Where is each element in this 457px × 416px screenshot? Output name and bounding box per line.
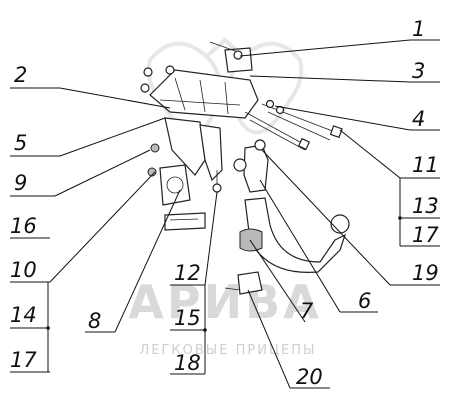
callout-13: 13: [412, 194, 439, 218]
callout-4: 4: [412, 107, 425, 131]
callout-8: 8: [88, 309, 101, 333]
ball-arm-part: [244, 197, 347, 273]
callout-17-left: 17: [10, 348, 37, 372]
callout-1: 1: [412, 17, 425, 41]
callout-19: 19: [412, 261, 439, 285]
callout-15: 15: [174, 306, 201, 330]
long-bolts: [244, 99, 343, 151]
watermark-subtitle: ЛЕГКОВЫЕ ПРИЦЕПЫ: [139, 343, 316, 358]
socket-part: [237, 271, 263, 295]
callout-14: 14: [10, 303, 37, 327]
callout-labels: 1 2 3 4 5 9 16 10 14 17 8 11 13 17 19 12…: [10, 17, 439, 389]
side-bracket-part: [164, 117, 206, 176]
callout-20: 20: [296, 365, 323, 389]
watermark-brand: АРИВА: [128, 275, 321, 329]
callout-3: 3: [412, 59, 425, 83]
socket-plate-part: [159, 164, 191, 206]
callout-5: 5: [14, 131, 27, 155]
callout-7: 7: [300, 299, 314, 323]
top-bracket-part: [224, 47, 253, 73]
callout-11: 11: [412, 153, 439, 177]
callout-10: 10: [10, 258, 37, 282]
callout-12: 12: [174, 261, 201, 285]
hitch-assembly-drawing: [140, 41, 350, 295]
leader-lines: [10, 39, 440, 389]
callout-17-right: 17: [412, 223, 439, 247]
callout-18: 18: [174, 351, 201, 375]
crossbeam-part: [149, 69, 259, 119]
callout-6: 6: [358, 289, 371, 313]
callout-9: 9: [14, 171, 27, 195]
callout-16: 16: [10, 214, 37, 238]
callout-2: 2: [14, 63, 27, 87]
